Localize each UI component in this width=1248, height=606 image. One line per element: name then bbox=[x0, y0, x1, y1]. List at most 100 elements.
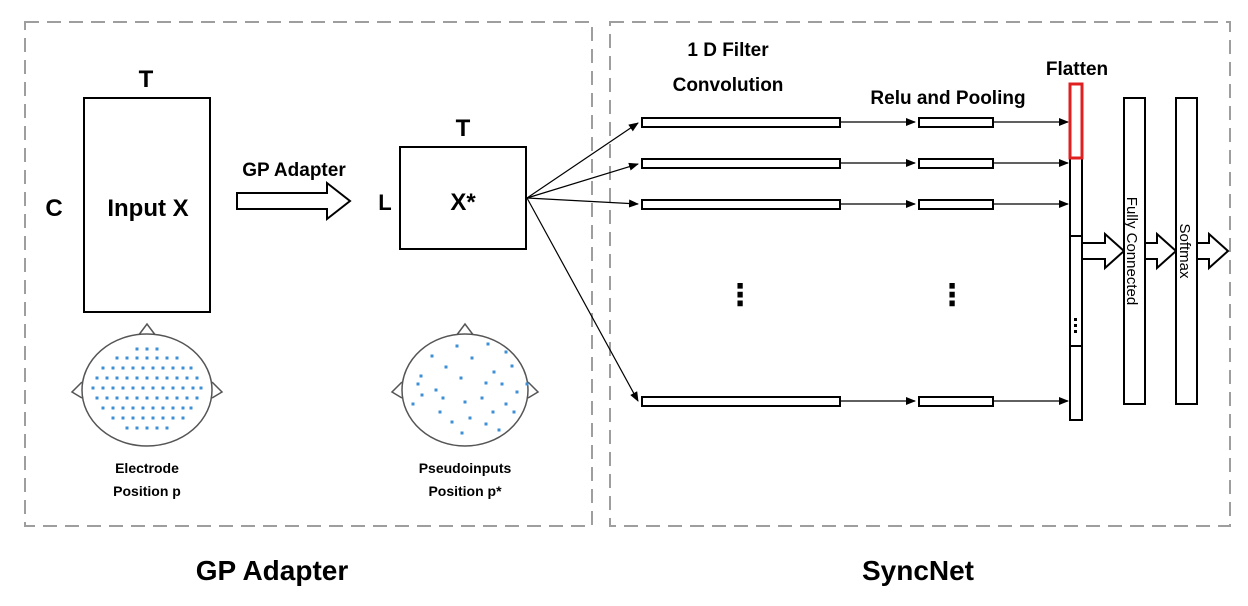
pseudoinput-dot bbox=[484, 422, 488, 426]
pseudo-caption-line1: Pseudoinputs bbox=[419, 460, 512, 476]
pseudoinput-dot bbox=[500, 382, 504, 386]
gp-adapter-arrow bbox=[236, 180, 352, 222]
electrode-dot bbox=[165, 376, 169, 380]
electrode-dot bbox=[115, 376, 119, 380]
pool-output-3 bbox=[918, 199, 994, 210]
electrode-dot bbox=[115, 356, 119, 360]
conv-ellipsis: ⋮ bbox=[725, 279, 755, 312]
fanout-arrow-1 bbox=[526, 122, 639, 199]
pseudoinput-dot bbox=[512, 410, 516, 414]
electrode-dot bbox=[181, 386, 185, 390]
pseudoinput-dot bbox=[459, 376, 463, 380]
electrode-dot bbox=[125, 376, 129, 380]
electrode-dot bbox=[141, 416, 145, 420]
input-x-label: Input X bbox=[107, 195, 188, 222]
electrode-dots bbox=[91, 347, 203, 430]
electrode-dot bbox=[135, 426, 139, 430]
flatten-ellipsis bbox=[1074, 318, 1077, 333]
pseudoinput-dot bbox=[491, 410, 495, 414]
electrode-dot bbox=[121, 366, 125, 370]
electrode-dot bbox=[95, 396, 99, 400]
conv-filter-1 bbox=[641, 117, 841, 128]
electrode-dot bbox=[95, 376, 99, 380]
electrode-dot bbox=[101, 366, 105, 370]
electrode-dot bbox=[155, 347, 159, 351]
electrode-dot bbox=[145, 376, 149, 380]
syncnet-panel bbox=[609, 21, 1231, 527]
pseudoinput-dot bbox=[515, 390, 519, 394]
electrode-dot bbox=[135, 376, 139, 380]
electrode-dot bbox=[135, 347, 139, 351]
electrode-dot bbox=[121, 416, 125, 420]
pseudoinput-dot bbox=[419, 374, 423, 378]
gp-adapter-arrow-label: GP Adapter bbox=[242, 160, 346, 181]
fully-connected-label: Fully Connected bbox=[1123, 197, 1140, 305]
electrode-dot bbox=[189, 406, 193, 410]
conv-label-line2: Convolution bbox=[673, 75, 784, 96]
pseudoinput-dot bbox=[510, 364, 514, 368]
gp-adapter-caption: GP Adapter bbox=[196, 555, 349, 586]
electrode-dot bbox=[181, 416, 185, 420]
pseudoinput-dot bbox=[434, 388, 438, 392]
fanout-arrow-4 bbox=[526, 197, 639, 402]
electrode-dot bbox=[145, 347, 149, 351]
electrode-dot bbox=[171, 406, 175, 410]
fanout-arrow-2 bbox=[526, 162, 639, 199]
electrode-dot bbox=[121, 386, 125, 390]
pseudoinput-dot bbox=[430, 354, 434, 358]
electrode-dot bbox=[145, 396, 149, 400]
electrode-dot bbox=[195, 396, 199, 400]
electrode-dot bbox=[111, 386, 115, 390]
electrode-dot bbox=[165, 396, 169, 400]
electrode-dot bbox=[91, 386, 95, 390]
pseudoinput-dot bbox=[504, 402, 508, 406]
pool-output-2 bbox=[918, 158, 994, 169]
pseudoinput-dot bbox=[441, 396, 445, 400]
conv-filter-4 bbox=[641, 396, 841, 407]
electrode-dot bbox=[191, 386, 195, 390]
softmax-output-arrow bbox=[1196, 231, 1230, 271]
electrode-dot bbox=[171, 366, 175, 370]
pseudoinput-dot bbox=[460, 431, 464, 435]
electrode-dot bbox=[125, 356, 129, 360]
electrode-dot bbox=[125, 426, 129, 430]
electrode-dot bbox=[151, 416, 155, 420]
pseudoinput-dot bbox=[416, 382, 420, 386]
electrode-dot bbox=[141, 366, 145, 370]
conv-label-line1: 1 D Filter bbox=[687, 40, 769, 61]
pseudoinput-dot bbox=[486, 342, 490, 346]
electrode-dot bbox=[111, 406, 115, 410]
electrode-dot bbox=[135, 356, 139, 360]
pseudoinput-dot bbox=[525, 382, 529, 386]
pseudoinput-dot bbox=[411, 402, 415, 406]
electrode-dot bbox=[185, 376, 189, 380]
electrode-dot bbox=[115, 396, 119, 400]
electrode-dot bbox=[131, 386, 135, 390]
output-time-label: T bbox=[456, 115, 471, 142]
electrode-dot bbox=[151, 406, 155, 410]
electrode-dot bbox=[175, 356, 179, 360]
pseudoinput-dot bbox=[470, 356, 474, 360]
electrode-dot bbox=[181, 406, 185, 410]
electrode-dot bbox=[165, 356, 169, 360]
softmax-label: Softmax bbox=[1176, 223, 1193, 279]
electrode-dot bbox=[195, 376, 199, 380]
electrode-dot bbox=[101, 406, 105, 410]
input-channel-label: C bbox=[45, 195, 62, 222]
electrode-caption-line2: Position p bbox=[113, 483, 181, 499]
electrode-dot bbox=[145, 426, 149, 430]
electrode-dot bbox=[155, 356, 159, 360]
pseudoinput-dot bbox=[438, 410, 442, 414]
electrode-dot bbox=[101, 386, 105, 390]
electrode-dot bbox=[175, 396, 179, 400]
electrode-dot bbox=[165, 426, 169, 430]
pseudoinput-dot bbox=[492, 370, 496, 374]
electrode-dot bbox=[171, 416, 175, 420]
electrode-dot bbox=[105, 376, 109, 380]
pool-output-1 bbox=[918, 117, 994, 128]
input-time-label: T bbox=[139, 66, 154, 93]
pool-ellipsis: ⋮ bbox=[937, 279, 967, 312]
x-star-label: X* bbox=[450, 189, 476, 216]
electrode-dot bbox=[161, 406, 165, 410]
pseudoinput-dot bbox=[468, 416, 472, 420]
